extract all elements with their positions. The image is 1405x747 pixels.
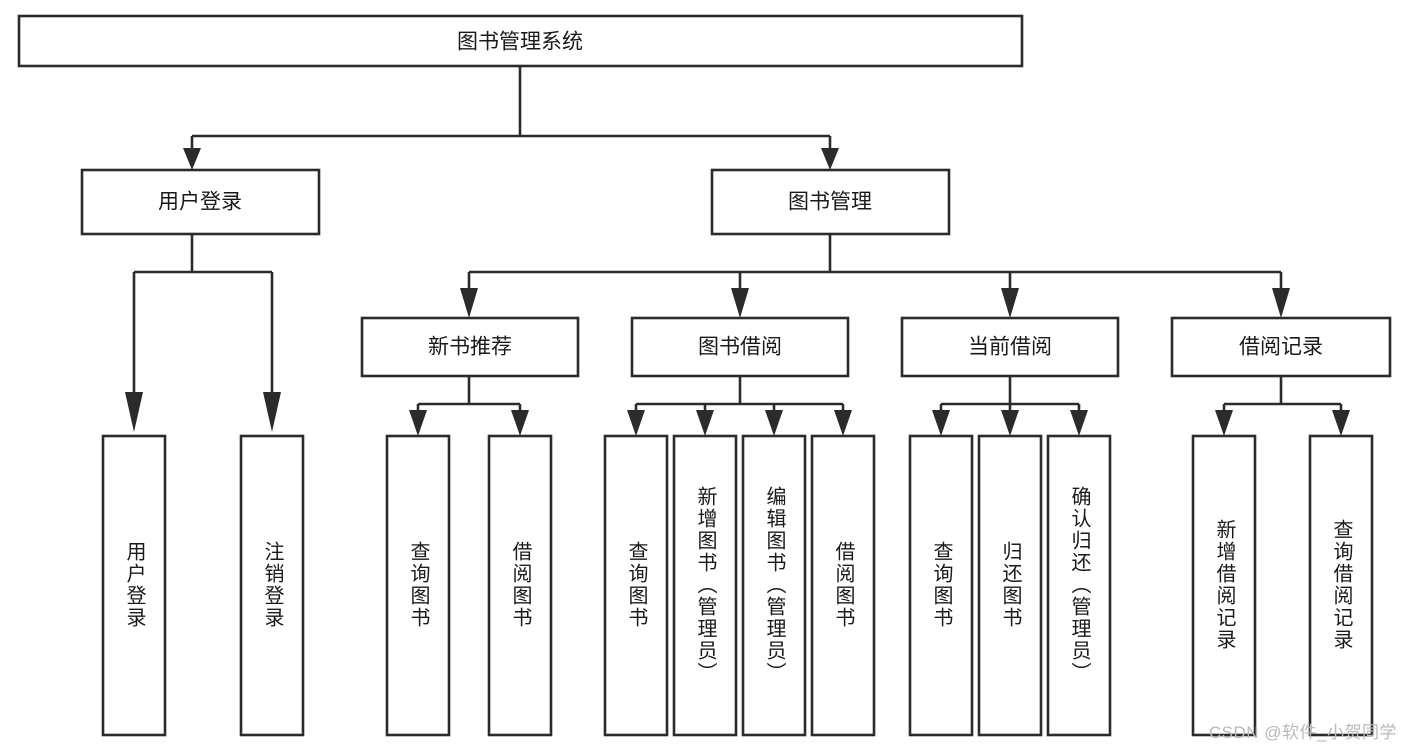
arrow-head-user-login	[183, 148, 201, 170]
node-leaf-query-book-3[interactable]: 查询图书	[908, 434, 974, 737]
node-borrow-record-label: 借阅记录	[1239, 336, 1323, 359]
arrow-head-leaf-query-book-2	[627, 410, 645, 436]
arrow-head-leaf-logout-login	[263, 392, 281, 432]
node-leaf-query-record[interactable]: 查询借阅记录	[1308, 434, 1374, 737]
arrow-head-leaf-user-login	[125, 392, 143, 432]
node-leaf-query-book-1-box[interactable]	[385, 434, 451, 737]
node-leaf-logout-login[interactable]: 注销登录	[239, 434, 305, 737]
arrow-head-leaf-add-record	[1215, 410, 1233, 436]
node-leaf-borrow-book-2-label: 借阅图书	[832, 541, 855, 629]
arrow-head-book-borrow	[731, 288, 749, 318]
arrow-head-leaf-add-book	[696, 410, 714, 436]
node-leaf-logout-login-box[interactable]	[239, 434, 305, 737]
node-borrow-record-box[interactable]	[1170, 316, 1392, 378]
node-book-manage-label: 图书管理	[788, 191, 872, 214]
node-leaf-confirm-return-box[interactable]	[1046, 434, 1112, 737]
node-leaf-query-book-2-box[interactable]	[603, 434, 669, 737]
arrow-head-leaf-confirm-return	[1070, 410, 1088, 436]
node-leaf-return-book-box[interactable]	[977, 434, 1043, 737]
node-leaf-query-book-2[interactable]: 查询图书	[603, 434, 669, 737]
node-leaf-user-login-label: 用户登录	[123, 541, 146, 629]
node-leaf-query-book-3-label: 查询图书	[930, 541, 953, 629]
node-leaf-query-book-3-box[interactable]	[908, 434, 974, 737]
node-root[interactable]: 图书管理系统	[17, 14, 1024, 68]
arrow-head-leaf-edit-book	[765, 410, 783, 436]
node-root-box[interactable]	[17, 14, 1024, 68]
node-leaf-edit-book-label: 编辑图书（管理员）	[763, 486, 786, 684]
node-leaf-edit-book-box[interactable]	[741, 434, 807, 737]
arrow-head-leaf-query-book-3	[932, 410, 950, 436]
node-leaf-logout-login-label: 注销登录	[261, 541, 284, 629]
node-book-borrow[interactable]: 图书借阅	[630, 316, 850, 378]
arrow-head-leaf-query-book-1	[409, 410, 427, 436]
arrow-head-leaf-return-book	[1001, 410, 1019, 436]
connector-layer	[125, 66, 1350, 436]
node-leaf-query-record-box[interactable]	[1308, 434, 1374, 737]
node-leaf-query-record-label: 查询借阅记录	[1330, 519, 1353, 651]
node-leaf-add-record-label: 新增借阅记录	[1213, 519, 1236, 651]
arrow-head-borrow-record	[1272, 288, 1290, 318]
node-leaf-edit-book[interactable]: 编辑图书（管理员）	[741, 434, 807, 737]
arrow-head-book-manage	[821, 148, 839, 170]
node-current-borrow[interactable]: 当前借阅	[900, 316, 1120, 378]
node-leaf-borrow-book-1-box[interactable]	[487, 434, 553, 737]
node-leaf-add-record-box[interactable]	[1191, 434, 1257, 737]
node-book-borrow-label: 图书借阅	[698, 336, 782, 359]
node-leaf-return-book[interactable]: 归还图书	[977, 434, 1043, 737]
node-book-borrow-box[interactable]	[630, 316, 850, 378]
arrow-head-leaf-borrow-book-1	[511, 410, 529, 436]
arrow-head-new-book-rec	[460, 288, 478, 318]
node-leaf-user-login[interactable]: 用户登录	[101, 434, 167, 737]
node-leaf-query-book-1-label: 查询图书	[407, 541, 430, 629]
node-leaf-user-login-box[interactable]	[101, 434, 167, 737]
node-leaf-add-book-box[interactable]	[672, 434, 738, 737]
node-leaf-add-book[interactable]: 新增图书（管理员）	[672, 434, 738, 737]
node-leaf-confirm-return-label: 确认归还（管理员）	[1068, 486, 1091, 684]
node-book-manage-box[interactable]	[710, 168, 951, 236]
node-leaf-borrow-book-1-label: 借阅图书	[509, 541, 532, 629]
node-leaf-query-book-2-label: 查询图书	[625, 541, 648, 629]
node-borrow-record[interactable]: 借阅记录	[1170, 316, 1392, 378]
node-leaf-return-book-label: 归还图书	[999, 541, 1022, 629]
node-current-borrow-label: 当前借阅	[968, 336, 1052, 359]
node-leaf-borrow-book-2[interactable]: 借阅图书	[810, 434, 876, 737]
node-leaf-borrow-book-2-box[interactable]	[810, 434, 876, 737]
node-leaf-add-record[interactable]: 新增借阅记录	[1191, 434, 1257, 737]
node-new-book-rec-box[interactable]	[360, 316, 580, 378]
node-user-login-box[interactable]	[80, 168, 321, 236]
arrow-head-leaf-borrow-book-2	[834, 410, 852, 436]
node-current-borrow-box[interactable]	[900, 316, 1120, 378]
node-leaf-confirm-return[interactable]: 确认归还（管理员）	[1046, 434, 1112, 737]
node-user-login[interactable]: 用户登录	[80, 168, 321, 236]
node-root-label: 图书管理系统	[457, 31, 583, 54]
node-book-manage[interactable]: 图书管理	[710, 168, 951, 236]
arrow-head-leaf-query-record	[1332, 410, 1350, 436]
node-new-book-rec[interactable]: 新书推荐	[360, 316, 580, 378]
arrow-head-current-borrow	[1001, 288, 1019, 318]
node-new-book-rec-label: 新书推荐	[428, 336, 512, 359]
node-leaf-add-book-label: 新增图书（管理员）	[694, 486, 717, 684]
node-leaf-borrow-book-1[interactable]: 借阅图书	[487, 434, 553, 737]
node-leaf-query-book-1[interactable]: 查询图书	[385, 434, 451, 737]
node-user-login-label: 用户登录	[158, 191, 242, 214]
